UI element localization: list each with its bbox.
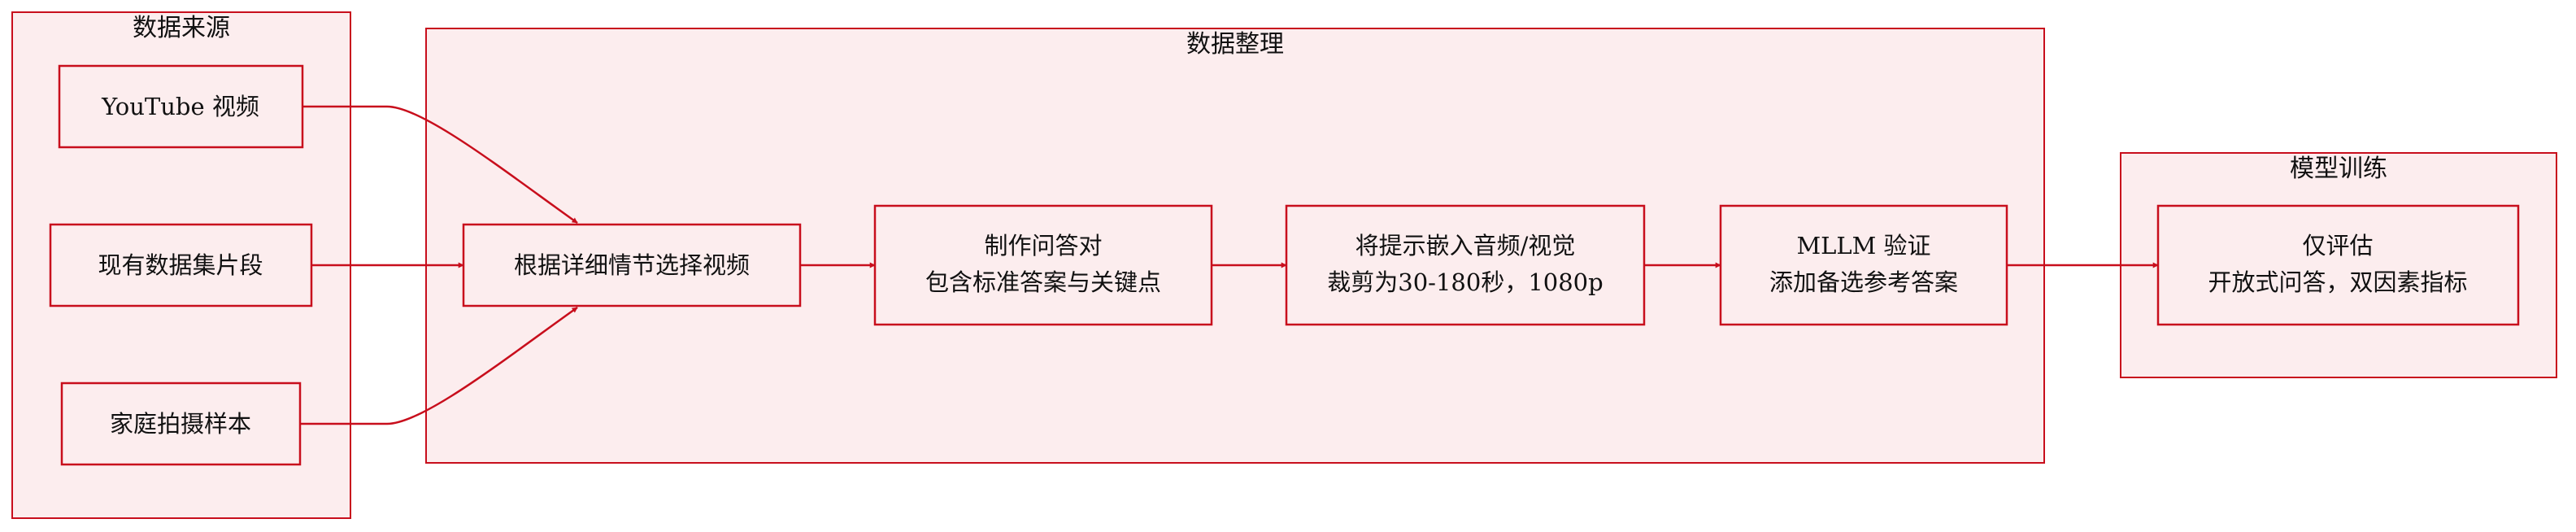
edge-home-to-select: [300, 306, 578, 425]
node-embed-cues: 将提示嵌入音频/视觉 裁剪为30-180秒，1080p: [1285, 204, 1646, 326]
node-home-recorded-samples: 家庭拍摄样本: [60, 382, 302, 466]
edge-youtube-to-select: [302, 105, 578, 225]
node-label-line2: 裁剪为30-180秒，1080p: [1327, 268, 1603, 296]
edges: [300, 105, 2159, 425]
node-label-line1: 将提示嵌入音频/视觉: [1355, 232, 1576, 259]
node-label: 现有数据集片段: [98, 251, 263, 279]
node-label-line2: 添加备选参考答案: [1769, 268, 1958, 296]
node-label-line2: 开放式问答，双因素指标: [2208, 268, 2467, 296]
cluster-title-data-sources: 数据来源: [133, 14, 230, 42]
node-select-videos: 根据详细情节选择视频: [462, 223, 802, 307]
node-mllm-verify: MLLM 验证 添加备选参考答案: [1719, 204, 2008, 326]
node-existing-dataset-clips: 现有数据集片段: [49, 223, 313, 307]
node-youtube-videos: YouTube 视频: [58, 64, 304, 149]
node-label: YouTube 视频: [101, 93, 259, 120]
node-label-line2: 包含标准答案与关键点: [925, 268, 1161, 296]
node-label: 根据详细情节选择视频: [514, 251, 750, 279]
node-eval-only: 仅评估 开放式问答，双因素指标: [2156, 204, 2520, 326]
node-label-line1: 仅评估: [2302, 232, 2373, 259]
cluster-title-model-training: 模型训练: [2290, 155, 2387, 183]
node-make-qa-pairs: 制作问答对 包含标准答案与关键点: [873, 204, 1213, 326]
node-label-line1: 制作问答对: [984, 232, 1102, 259]
node-label: 家庭拍摄样本: [110, 410, 251, 438]
cluster-title-data-curation: 数据整理: [1186, 30, 1284, 59]
node-label-line1: MLLM 验证: [1796, 232, 1930, 259]
